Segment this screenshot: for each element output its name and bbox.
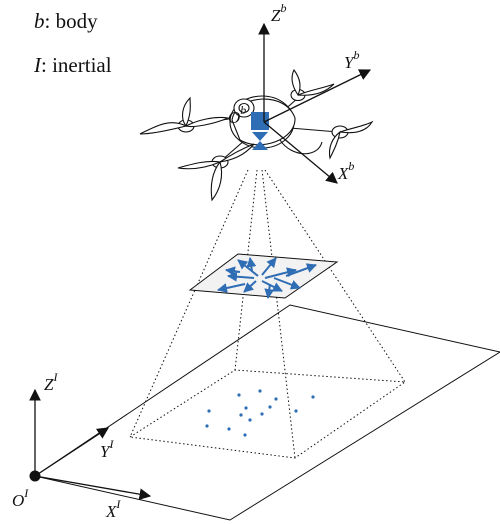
body-origin-label: Ob (228, 103, 246, 127)
inertial-origin-label: OI (12, 486, 29, 510)
inertial-y-label: YI (100, 437, 114, 461)
legend-body: b: body (34, 9, 98, 33)
inertial-frame-axes (29, 388, 152, 500)
legend-inertial: I: inertial (33, 53, 112, 77)
body-x-label: Xb (337, 159, 354, 183)
body-y-axis (263, 69, 372, 123)
inertial-z-label: ZI (44, 370, 58, 394)
image-plane (188, 253, 339, 299)
legend: b: body I: inertial (33, 9, 112, 77)
feature-points (205, 389, 315, 437)
inertial-origin-point (29, 470, 41, 482)
optical-flow-arrows (217, 257, 317, 299)
inertial-y-axis (34, 427, 109, 477)
ground-footprint (128, 369, 407, 459)
body-z-label: Zb (271, 1, 286, 25)
inertial-x-axis (34, 475, 152, 500)
inertial-x-label: XI (105, 497, 121, 521)
ground-plane (33, 304, 500, 521)
body-x-axis (263, 121, 338, 184)
projection-rays (129, 169, 406, 459)
body-frame-axes (258, 22, 372, 184)
body-y-label: Yb (344, 48, 359, 72)
